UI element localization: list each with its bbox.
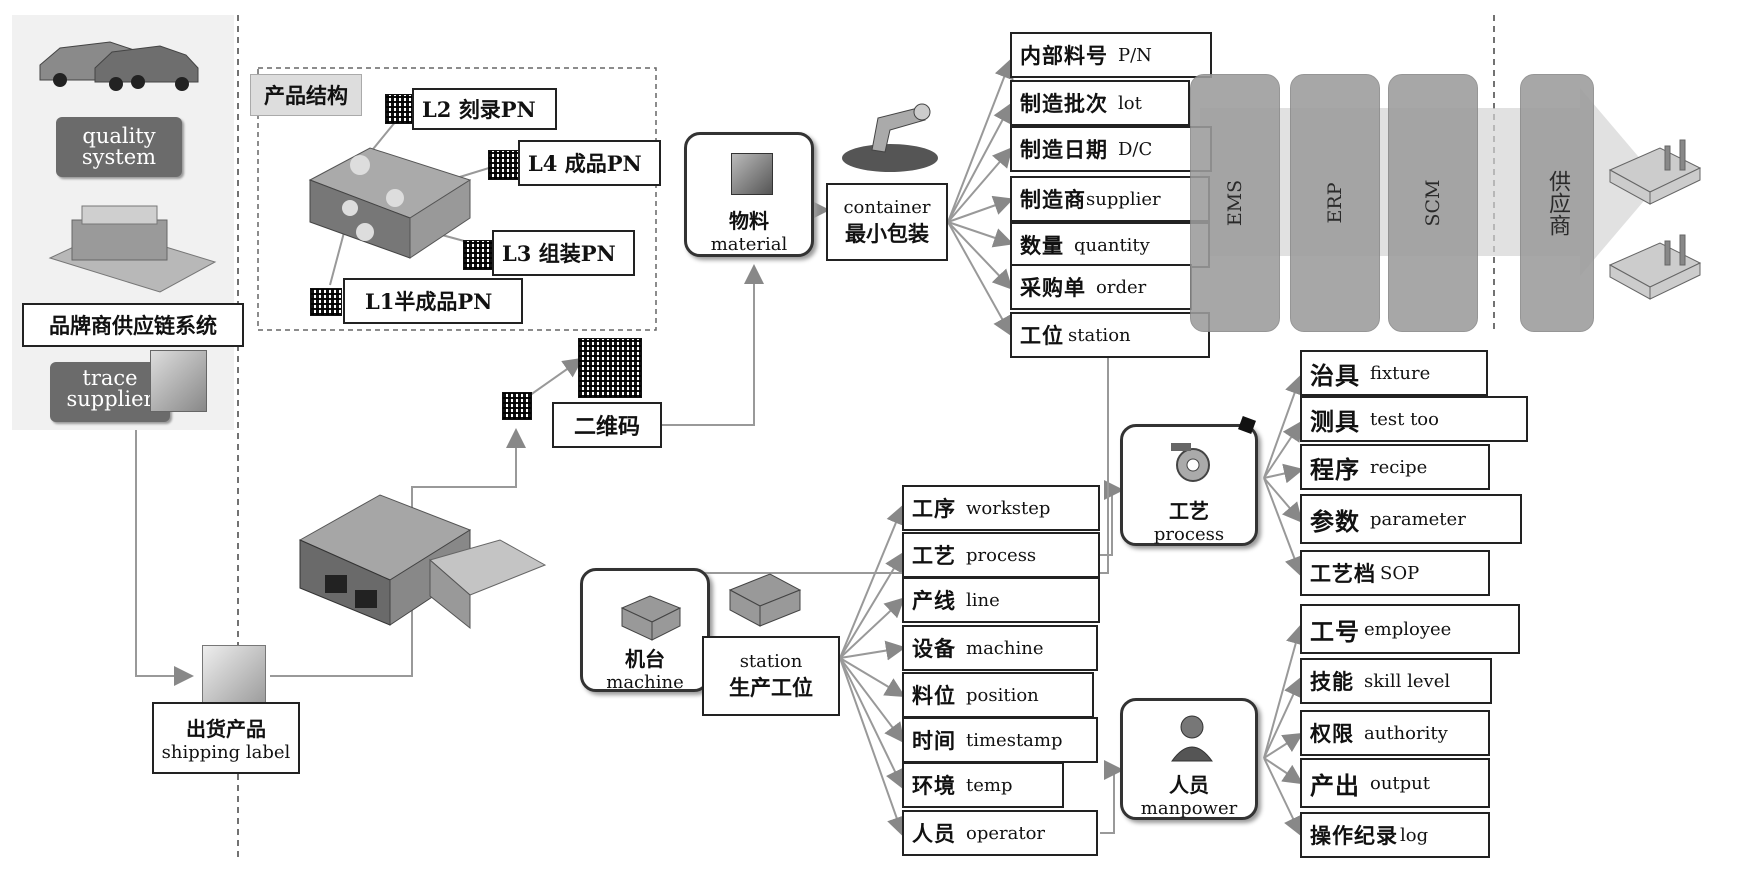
material-en: material (710, 234, 788, 255)
process-en: process (1153, 524, 1225, 545)
qr-code-large-icon (578, 338, 642, 398)
container-box: container 最小包装 (826, 183, 948, 261)
shipping-en: shipping label (161, 742, 291, 763)
qr-code-icon (385, 94, 415, 124)
scm-pillar: SCM (1388, 74, 1478, 332)
person-icon (1171, 715, 1213, 762)
brand-supply-chain-box: 品牌商供应链系统 (22, 303, 244, 347)
l1-pn-label: L1半成品PN (343, 278, 523, 324)
chip-icon (731, 153, 773, 195)
shipping-label-box: 出货产品 shipping label (152, 702, 300, 774)
qr-code-icon (488, 150, 522, 180)
l4-pn-label: L4 成品PN (518, 140, 661, 186)
ems-pillar: EMS (1190, 74, 1280, 332)
qr-code-label: 二维码 (552, 402, 662, 448)
process-node: 工艺 process (1120, 424, 1258, 546)
gear-icon (1171, 443, 1210, 482)
qr-code-icon (463, 240, 495, 270)
machine-en: machine (606, 672, 684, 693)
product-structure-title: 产品结构 (250, 74, 362, 116)
shipping-box-icon (202, 645, 266, 709)
manpower-en: manpower (1140, 798, 1238, 819)
container-en: container (843, 196, 931, 218)
station-zh: 生产工位 (729, 674, 813, 700)
quality-system-label: quality system (56, 117, 182, 177)
station-en: station (739, 650, 803, 672)
qr-code-icon (310, 288, 342, 316)
erp-pillar: ERP (1290, 74, 1380, 332)
l2-pn-label: L2 刻录PN (412, 88, 557, 130)
machine-zh: 机台 (625, 647, 665, 671)
container-zh: 最小包装 (845, 220, 929, 246)
shipping-zh: 出货产品 (186, 717, 266, 741)
manpower-zh: 人员 (1169, 773, 1209, 797)
material-node: 物料 material (684, 132, 814, 257)
l3-pn-label: L3 组装PN (492, 230, 635, 276)
manpower-node: 人员 manpower (1120, 698, 1258, 820)
supplier-pillar: 供应商 (1520, 74, 1594, 332)
material-zh: 物料 (729, 209, 769, 233)
qr-code-small-icon (502, 392, 532, 420)
station-box: station 生产工位 (702, 636, 840, 716)
box-icon (150, 350, 207, 412)
process-zh: 工艺 (1169, 499, 1209, 523)
